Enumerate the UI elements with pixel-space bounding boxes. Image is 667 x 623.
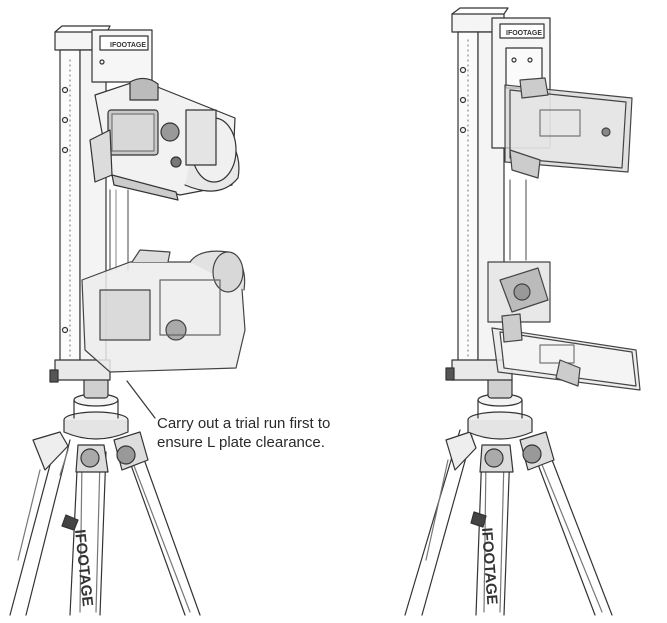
left-tripod: IFOOTAGE — [9, 375, 201, 616]
callout-line-1: Carry out a trial run first to — [157, 415, 331, 432]
left-tripod-brand-text: IFOOTAGE — [71, 529, 96, 608]
left-assembly: IFOOTAGE IFOOTAGE — [9, 25, 246, 616]
right-lower-phone — [487, 261, 641, 391]
right-slider-logo-text: IFOOTAGE — [506, 30, 542, 37]
left-top-camera — [89, 77, 240, 201]
right-upper-phone — [504, 77, 633, 179]
callout-line-2: ensure L plate clearance. — [157, 434, 325, 451]
callout-text: Carry out a trial run first to ensure L … — [157, 414, 357, 452]
right-assembly: IFOOTAGE IFOOTAGE — [404, 7, 641, 616]
callout-leader-line — [126, 380, 156, 419]
right-tripod-brand-text: IFOOTAGE — [478, 527, 500, 605]
right-tripod: IFOOTAGE — [404, 375, 613, 616]
left-lower-camera — [81, 249, 246, 373]
left-slider-logo-text: IFOOTAGE — [110, 42, 146, 49]
left-top-carriage: IFOOTAGE — [91, 29, 153, 83]
